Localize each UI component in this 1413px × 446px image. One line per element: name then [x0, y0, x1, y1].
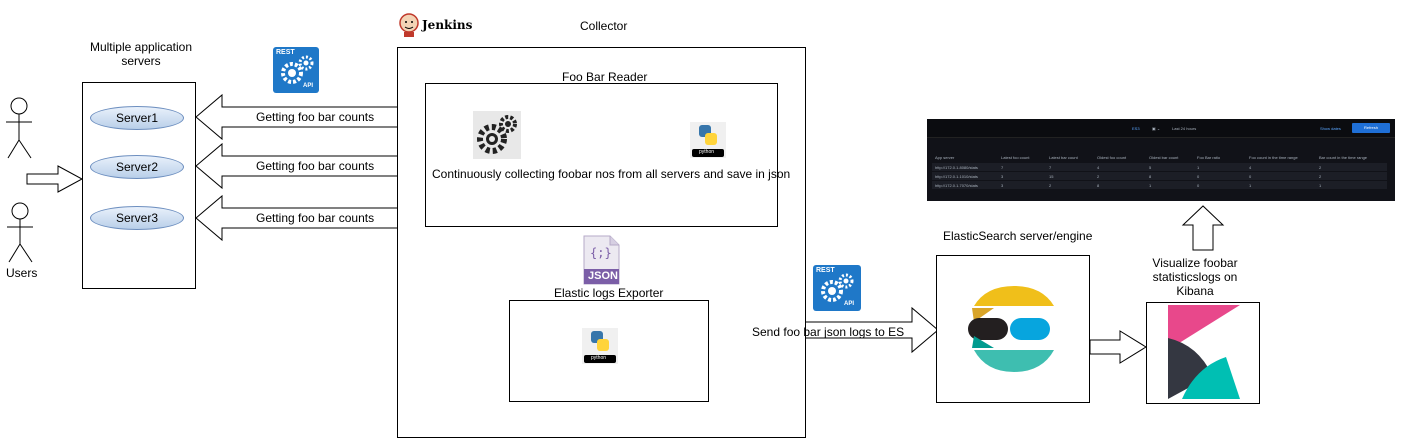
table-row — [932, 163, 1387, 171]
user-figure-top — [6, 97, 32, 159]
users-label: Users — [6, 266, 38, 280]
kibana-caption: Visualize foobar statisticslogs on Kiban… — [1152, 256, 1238, 298]
kibana-to-dashboard-arrow — [1181, 205, 1225, 251]
json-file-icon: {;} JSON — [582, 235, 620, 285]
exporter-title: Elastic logs Exporter — [554, 286, 664, 300]
elasticsearch-logo-icon — [968, 286, 1054, 372]
kibana-logo-icon — [1168, 305, 1240, 399]
jenkins-logo: Jenkins — [398, 12, 472, 38]
time-range: Last 24 hours — [1172, 126, 1197, 131]
calendar-icon: ▣ ⌄ — [1152, 126, 1161, 131]
server2-node: Server2 — [90, 155, 184, 179]
send-arrow-label: Send foo bar json logs to ES — [752, 325, 905, 339]
es-to-kibana-arrow — [1089, 330, 1147, 364]
gears-icon — [473, 111, 521, 159]
arrow-label-1: Getting foo bar counts — [254, 110, 377, 124]
users-to-servers-arrow — [26, 165, 84, 193]
server3-node: Server3 — [90, 206, 184, 230]
arrow-label-3: Getting foo bar counts — [254, 211, 377, 225]
kibana-dashboard-screenshot: ES3 ▣ ⌄ Last 24 hours Show dates Refresh… — [927, 119, 1395, 201]
rest-api-icon: REST API — [273, 47, 319, 93]
table-row — [932, 172, 1387, 180]
reader-description: Continuously collecting foobar nos from … — [432, 167, 791, 181]
table-row — [932, 181, 1387, 189]
server1-node: Server1 — [90, 106, 184, 130]
app-servers-title: Multiple application servers — [89, 40, 193, 68]
jenkins-butler-icon — [399, 13, 419, 37]
jenkins-label: Jenkins — [422, 18, 473, 32]
dashboard-toolbar — [927, 119, 1395, 138]
exporter-python-icon: python — [582, 328, 618, 364]
show-dates-link: Show dates — [1320, 126, 1341, 131]
collector-title: Collector — [580, 19, 628, 33]
user-figure-bottom — [7, 202, 33, 263]
reader-title: Foo Bar Reader — [562, 70, 648, 84]
python-icon: python — [690, 122, 726, 158]
es-title: ElasticSearch server/engine — [943, 229, 1093, 243]
rest-api-icon-2: REST API — [813, 265, 861, 311]
index-pattern: ES3 — [1132, 126, 1140, 131]
arrow-label-2: Getting foo bar counts — [254, 159, 377, 173]
refresh-button: Refresh — [1352, 123, 1390, 133]
